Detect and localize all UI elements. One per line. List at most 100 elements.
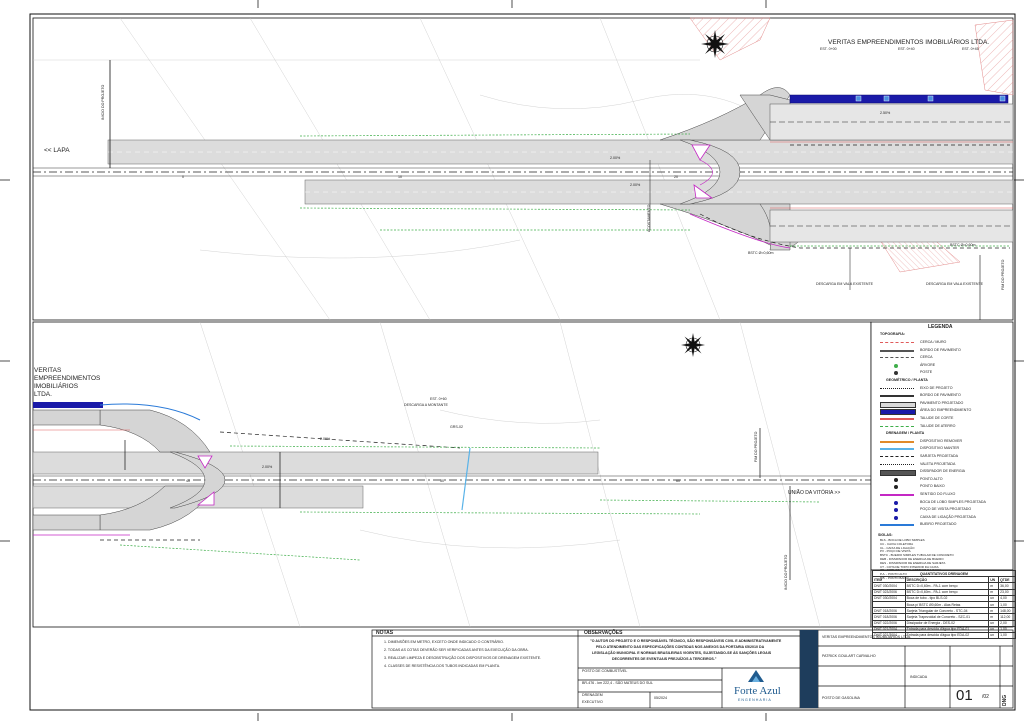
boundary-label: INICIO DO PROJETO — [101, 84, 105, 120]
legend-label: BORDO DE PAVIMENTO — [920, 347, 961, 352]
fill-slope-bottom — [119, 445, 821, 561]
quantities-cell: 1,00 — [998, 631, 1016, 640]
tb-revision: DNG — [1002, 694, 1008, 706]
abbr-item: CL - CAIXA DE LIGAÇÃO — [880, 545, 915, 550]
legend-symbol-icon — [880, 456, 914, 459]
owner-label-bottom-1: VERITAS — [34, 367, 62, 374]
title-block-sidebar — [800, 630, 818, 708]
legend-row: TALUDE DE ATERRO — [876, 423, 1016, 430]
legend-label: ÁRVORE — [920, 362, 936, 367]
descarga-1: DESCARGA EM VALA EXISTENTE — [816, 282, 874, 286]
legend-label: POÇO DE VISITA PROJETADO — [920, 507, 972, 512]
legend-symbol-icon — [880, 440, 914, 443]
legend-symbol-icon — [894, 500, 898, 505]
property-boundary-bottom — [33, 402, 103, 408]
legend-row: BORDO DE PAVIMENTO — [876, 392, 1016, 399]
legend-row: DRENAGEM / PLANTA — [876, 430, 1016, 437]
tb-location: BR-476 - km 222,4 - SÃO MATEUS DO SUL — [582, 681, 654, 685]
grid-label: GRS-02 — [450, 425, 463, 429]
legend-row: EIXO DE PROJETO — [876, 385, 1016, 392]
legend-row: GEOMÉTRICO / PLANTA — [876, 377, 1016, 384]
cut-area-hatch-right — [974, 19, 1014, 96]
legend-symbol-icon — [880, 342, 914, 345]
legend-label: DISPOSITIVO REMOVER — [920, 438, 963, 443]
legend-row: TALUDE DE CORTE — [876, 415, 1016, 422]
culvert-note-2: BSTC Ø=0,60m — [950, 243, 976, 247]
abbr-item: CT - COTA DE TOPO INTERIOR DA CAIXA — [880, 564, 939, 569]
pipe-label-1: EST. 0+00 — [820, 47, 837, 51]
island-1 — [691, 144, 711, 161]
tb-discipline: DRENAGEM — [582, 693, 603, 697]
property-boundary — [789, 94, 1009, 104]
legend-symbol-icon — [880, 349, 914, 352]
tb-responsible: PATRICK GOULART CARVALHO — [822, 654, 876, 658]
owner-label-bottom-4: LTDA. — [34, 391, 52, 398]
plan-bottom-viewport — [32, 321, 872, 628]
slope-tag-left: 2.00% — [610, 156, 621, 160]
obs-line-2: PELO ATENDIMENTO DAS ESPECIFICAÇÕES CONT… — [596, 645, 765, 649]
tb-company-sub: ENGENHARIA — [738, 698, 772, 702]
legend-row: SARJETA PROJETADA — [876, 453, 1016, 460]
station-10: 10 — [398, 175, 402, 179]
direction-lapa: << LAPA — [44, 147, 70, 154]
legend-label: BORDO DE PAVIMENTO — [920, 393, 961, 398]
legend-label: PONTO BAIXO — [920, 484, 945, 489]
station-50: 50 — [440, 479, 444, 483]
abbr-item: BSTC - BUEIRO SIMPLES TUBULAR DE CONCRET… — [880, 553, 954, 558]
legend-symbol-icon — [894, 485, 898, 490]
plan-top — [32, 17, 1014, 321]
legend-symbol-icon — [880, 448, 914, 451]
tb-date: 05/2024 — [654, 696, 667, 700]
legend-symbol-icon — [894, 371, 898, 376]
legend-label: SENTIDO DO FLUXO — [920, 492, 956, 496]
legend-row: BUEIRO PROJETADO — [876, 521, 1016, 528]
note-line: 2. TODAS AS COTAS DEVERÃO SER VERIFICADA… — [384, 648, 529, 652]
interchange-bottom — [32, 409, 226, 531]
station-0: 0 — [182, 175, 184, 179]
tb-project: POSTO DE COMBUSTÍVEL — [582, 669, 628, 673]
owner-label-bottom-2: EMPREENDIMENTOS — [34, 375, 101, 382]
north-arrow-bottom-icon — [681, 333, 705, 357]
sheet-frame — [29, 13, 1016, 711]
slope-tag-a: 2.00% — [262, 465, 273, 469]
tb-client: VERITAS EMPREENDIMENTOS IMOBILIÁRIOS LTD… — [822, 635, 912, 639]
legend-symbol-icon — [880, 425, 914, 429]
legend-row: VALETA PROJETADA — [876, 461, 1016, 468]
note-line: 1. DIMENSÕES EM METRO, EXCETO ONDE INDIC… — [384, 640, 504, 644]
quantities-cell: un — [988, 631, 1000, 640]
obs-line-3: LEGISLAÇÃO MUNICIPAL E NORMAS BRASILEIRA… — [592, 651, 772, 655]
legend-symbol-icon — [894, 363, 898, 368]
obs-line-1: "O AUTOR DO PROJETO E O RESPONSÁVEL TÉCN… — [590, 639, 782, 643]
obs-line-4: DECORRENTES DE EVENTUAIS PREJUÍZOS A TER… — [612, 657, 717, 661]
cut-area-hatch — [689, 17, 771, 61]
legend-symbol-icon — [880, 524, 914, 527]
legend-row: PONTO BAIXO — [876, 483, 1016, 490]
tb-sheet-number: 01 — [956, 687, 973, 704]
legend-row: DISSIPADOR DE ENERGIA — [876, 468, 1016, 477]
legend-label: BUEIRO PROJETADO — [920, 522, 957, 527]
legend-label: CERCA — [920, 355, 933, 360]
north-arrow-icon — [701, 30, 729, 58]
pipe-label-2: EST. 0+40 — [898, 47, 915, 51]
legend-label: CERCA / MURO — [920, 340, 947, 344]
legend-label: DISSIPADOR DE ENERGIA — [920, 469, 966, 474]
slope-tag-b: 2.00% — [320, 437, 331, 441]
abbr-title: SIGLAS: — [878, 533, 893, 537]
plan-top-viewport — [32, 17, 1014, 321]
vertical-tag-bottom-1: FIM DO PROJETO — [754, 431, 758, 462]
descarga-bottom: DESCARGA A MONTANTE — [404, 403, 448, 407]
owner-label-bottom-3: IMOBILIÁRIOS — [34, 383, 79, 390]
legend-row: PAVIMENTO PROJETADO — [876, 400, 1016, 408]
legend-label: BOCA DE LOBO SIMPLES PROJETADA — [920, 499, 986, 504]
notes-title: NOTAS — [376, 630, 394, 636]
legend-row: ÁREA DO EMPREENDIMENTO — [876, 407, 1016, 416]
legend-symbol-icon — [880, 463, 914, 467]
legend-symbol-icon — [880, 470, 916, 477]
legend-label: VALETA PROJETADA — [920, 461, 956, 466]
legend-label: DISPOSITIVO MANTER — [920, 446, 960, 451]
island-2 — [693, 184, 714, 199]
observations-title: OBSERVAÇÕES — [584, 630, 623, 636]
tb-company: Forte Azul — [734, 685, 781, 697]
